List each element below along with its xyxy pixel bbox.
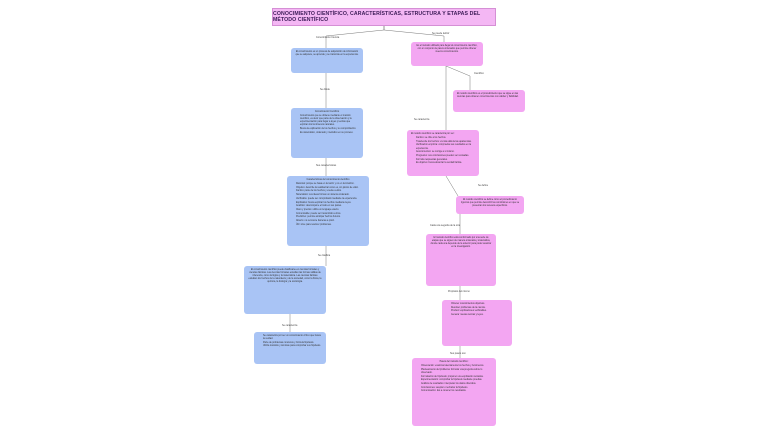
purpose-list: Obtener conocimientos objetivos. Resolve… (446, 303, 508, 317)
list-item: Racional: porque se basa en la razón y n… (296, 183, 365, 186)
list-item: Útil: sirve para resolver problemas. (296, 224, 365, 227)
list-item: Utiliza métodos y técnicas para comproba… (263, 345, 322, 348)
list-item: Es objetivo: busca alcanzar la verdad fá… (416, 162, 475, 165)
list-item: Generar nuevas teorías y leyes. (451, 314, 508, 317)
connector-label-left-4: Se clasifica (318, 254, 331, 257)
classification-box: El conocimiento científico puede clasifi… (244, 266, 326, 314)
list-item: Busca la explicación de los hechos y su … (300, 128, 359, 131)
list-item: Es sistemático, ordenado y metódico en s… (300, 132, 359, 135)
list-item: Verificación empírica: comprueba sus res… (416, 144, 475, 150)
list-item: Trasciende los hechos: va más allá de la… (416, 141, 475, 144)
list-item: Objetivo: describe la realidad tal como … (296, 187, 365, 190)
list-item: Conclusiones: aceptar o rechazar la hipó… (421, 387, 492, 390)
scientific-method-box: El método científico es el procedimiento… (453, 90, 525, 112)
connector-label-right-5: Cada una seguida de la otra (430, 224, 461, 227)
connector-label-right-top: Se puede definir (432, 32, 450, 35)
stages-box: El método científico está conformado por… (426, 234, 496, 286)
method-characteristics-list: Fáctico: se ciñe a los hechos. Trasciend… (411, 137, 475, 165)
list-item: Fáctico: se ciñe a los hechos. (416, 137, 475, 140)
list-item: Comunicación: dar a conocer los resultad… (421, 390, 492, 393)
list-item: Obtener conocimientos objetivos. (451, 303, 508, 306)
method-definition-text: Es el método utilizado para llegar al co… (416, 45, 478, 54)
list-item: Se caracteriza por ser un conocimiento c… (263, 335, 322, 341)
scientific-knowledge-title: Conocimiento Científico (314, 111, 340, 113)
method-define-box: El método científico se define como el p… (456, 196, 524, 214)
connector-label-right-2: Cientifico (474, 72, 484, 75)
list-item: Predictivo: permite anticipar hechos fut… (296, 216, 365, 219)
connector-label-right-7: Sus pasos son (450, 352, 466, 355)
features-box: Se caracteriza por ser un conocimiento c… (254, 332, 326, 364)
list-item: Producir explicaciones verificables. (451, 310, 508, 313)
purpose-box: Obtener conocimientos objetivos. Resolve… (442, 300, 512, 346)
list-item: Abierto: no reconoce barreras a priori. (296, 220, 365, 223)
scientific-method-text: El método científico es el procedimiento… (457, 93, 519, 99)
connector-label-right-4: Se define (478, 184, 489, 187)
method-characteristics-title: El método científico se caracteriza por … (411, 133, 455, 135)
knowledge-definition-text: El conocimiento es un proceso de adquisi… (295, 51, 359, 57)
classification-text: El conocimiento científico puede clasifi… (248, 269, 322, 284)
connector-label-left-3: Sus características (316, 164, 337, 167)
list-item: Parte de problemas concretos y formula h… (263, 342, 322, 345)
method-definition-box: Es el método utilizado para llegar al co… (411, 42, 483, 66)
method-steps-title: Pasos del método científico: (439, 361, 469, 363)
scientific-knowledge-box: Conocimiento Científico Conocimiento que… (291, 108, 363, 158)
list-item: Explicativo: busca explicar los hechos m… (296, 202, 365, 205)
list-item: Planteamiento del problema: formular una… (421, 369, 492, 375)
connector-label-left-5: Se caracteriza (282, 324, 298, 327)
list-item: Claro y preciso: utiliza un lenguaje exa… (296, 209, 365, 212)
method-characteristics-box: El método científico se caracteriza por … (407, 130, 479, 176)
list-item: Comunicable: puede ser transmitido a otr… (296, 213, 365, 216)
list-item: Verificable: puede ser comprobado median… (296, 198, 365, 201)
list-item: Formula respuestas generales. (416, 159, 475, 162)
method-steps-list: Observación: examinar atentamente los he… (416, 365, 492, 393)
list-item: Autocorrectivo: se corrige a sí mismo. (416, 151, 475, 154)
list-item: Progresivo: sus conclusiones pueden ser … (416, 155, 475, 158)
features-list: Se caracteriza por ser un conocimiento c… (258, 335, 322, 349)
list-item: Análisis de resultados: interpretar los … (421, 383, 492, 386)
knowledge-definition-box: El conocimiento es un proceso de adquisi… (291, 48, 363, 73)
characteristics-box: Características del conocimiento científ… (287, 176, 369, 246)
list-item: Analítico: descompone el todo en sus par… (296, 205, 365, 208)
method-steps-box: Pasos del método científico: Observación… (412, 358, 496, 426)
connector-label-right-3: Se caracteriza (414, 118, 430, 121)
connector-label-right-6: Propósito del mismo (448, 290, 470, 293)
connector-label-left-2: Se divide (320, 88, 330, 91)
scientific-knowledge-list: Conocimiento que se obtiene mediante el … (295, 115, 359, 135)
characteristics-title: Características del conocimiento científ… (306, 179, 350, 181)
list-item: Experimentación: comprobar la hipótesis … (421, 379, 492, 382)
list-item: Observación: examinar atentamente los he… (421, 365, 492, 368)
list-item: Conocimiento que se obtiene mediante el … (300, 115, 359, 127)
connector-label-left-top: Conocimiento Ciencia (316, 36, 340, 39)
list-item: Formulación de hipótesis: proponer una e… (421, 376, 492, 379)
list-item: Resolver problemas de la ciencia. (451, 307, 508, 310)
list-item: Fáctico: parte de los hechos y vuelve a … (296, 190, 365, 193)
stages-text: El método científico está conformado por… (430, 237, 492, 249)
characteristics-list: Racional: porque se basa en la razón y n… (291, 183, 365, 227)
list-item: Sistemático: sus ideas forman un sistema… (296, 194, 365, 197)
map-title: CONOCIMIENTO CIENTÍFICO, CARACTERÍSTICAS… (272, 8, 496, 26)
method-define-text: El método científico se define como el p… (460, 199, 520, 208)
